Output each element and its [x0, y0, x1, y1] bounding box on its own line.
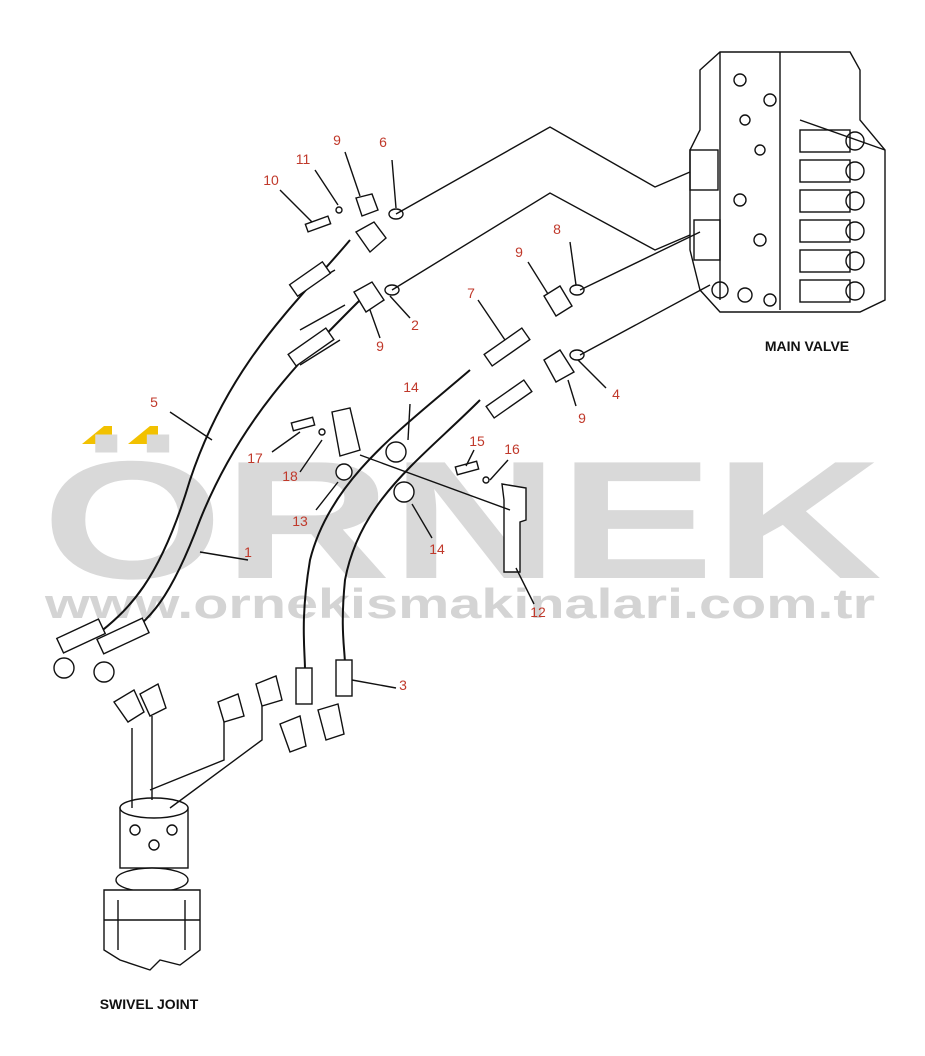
watermark: ÖRNEK www.ornekismakinalari.com.tr — [42, 426, 882, 627]
callout-3[interactable]: 3 — [399, 677, 407, 693]
callout-9a[interactable]: 9 — [333, 132, 341, 148]
connection-lines — [359, 126, 711, 511]
callouts: 10 11 9 6 8 9 7 2 9 4 9 5 14 15 16 17 18… — [150, 132, 620, 693]
callout-6[interactable]: 6 — [379, 134, 387, 150]
callout-17[interactable]: 17 — [247, 450, 263, 466]
callout-7[interactable]: 7 — [467, 285, 475, 301]
callout-15[interactable]: 15 — [469, 433, 485, 449]
watermark-brand: ÖRNEK — [42, 426, 882, 614]
callout-1[interactable]: 1 — [244, 544, 252, 560]
callout-12[interactable]: 12 — [530, 604, 546, 620]
swivel-joint-label: SWIVEL JOINT — [100, 996, 199, 1012]
callout-4[interactable]: 4 — [612, 386, 620, 402]
callout-14a[interactable]: 14 — [403, 379, 419, 395]
hose-3 — [302, 369, 471, 671]
watermark-url: www.ornekismakinalari.com.tr — [44, 580, 875, 627]
main-valve-label: MAIN VALVE — [765, 338, 849, 354]
callout-8[interactable]: 8 — [553, 221, 561, 237]
callout-9b[interactable]: 9 — [515, 244, 523, 260]
callout-10[interactable]: 10 — [263, 172, 279, 188]
watermark-accent-left — [82, 426, 112, 444]
fittings — [53, 193, 585, 809]
callout-16[interactable]: 16 — [504, 441, 520, 457]
callout-11[interactable]: 11 — [296, 151, 311, 167]
callout-14b[interactable]: 14 — [429, 541, 445, 557]
callout-2[interactable]: 2 — [411, 317, 419, 333]
main-valve-drawing — [689, 51, 886, 313]
watermark-accent-right — [128, 426, 158, 444]
leader-lines — [169, 151, 607, 689]
callout-9c[interactable]: 9 — [376, 338, 384, 354]
callout-5[interactable]: 5 — [150, 394, 158, 410]
callout-9d[interactable]: 9 — [578, 410, 586, 426]
callout-18[interactable]: 18 — [282, 468, 298, 484]
callout-13[interactable]: 13 — [292, 513, 308, 529]
swivel-joint-drawing — [103, 797, 201, 971]
